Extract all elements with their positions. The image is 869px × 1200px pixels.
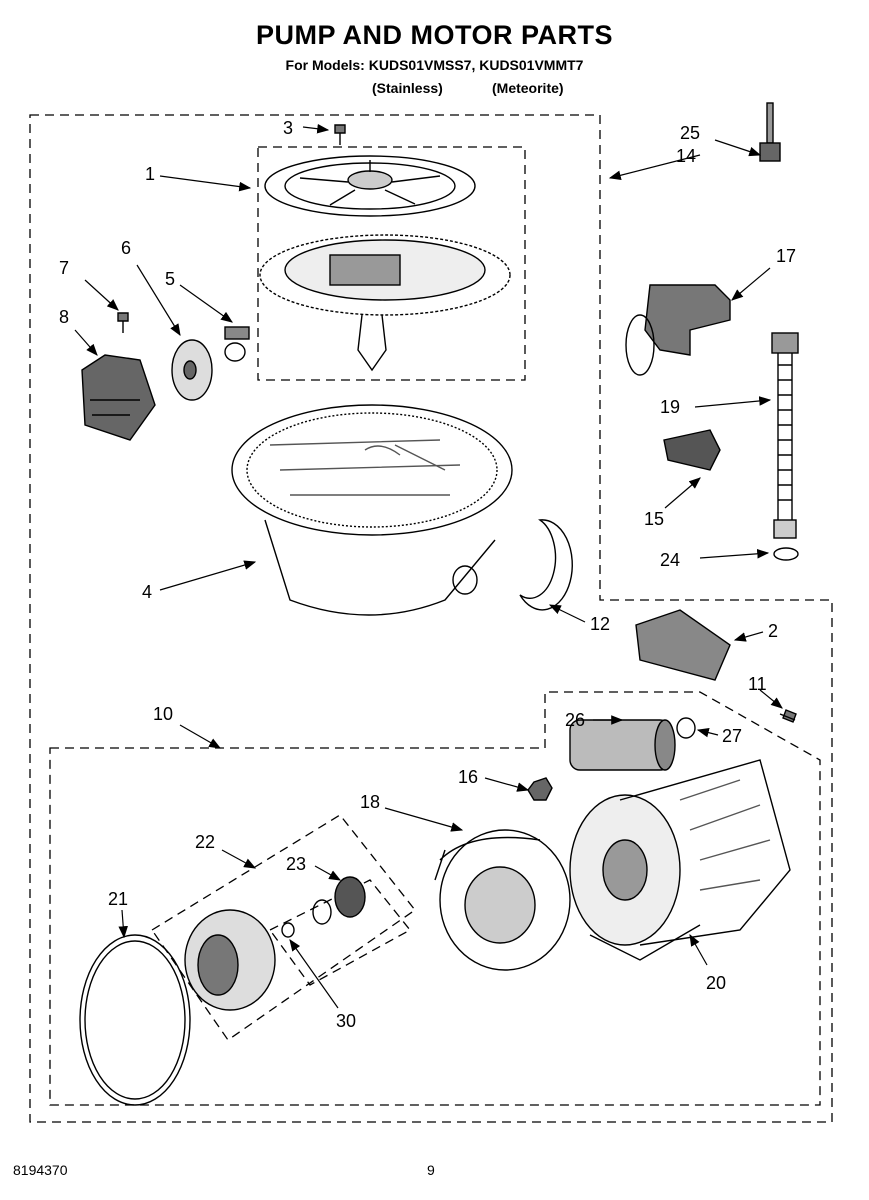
- callout-23: 23: [286, 854, 306, 874]
- part-1-spray-housing: [259, 234, 511, 372]
- tub-group-outline: [257, 146, 526, 381]
- part-18-pump-housing: [434, 829, 571, 971]
- callout-30: 30: [336, 1011, 356, 1031]
- part-11-screw: [779, 709, 797, 723]
- motor-assembly-outline: [49, 691, 821, 1106]
- part-30-washer: [281, 922, 295, 938]
- callout-18: 18: [360, 792, 380, 812]
- callout-4: 4: [142, 582, 152, 602]
- part-3-screw: [334, 124, 346, 145]
- variant-stainless: (Stainless): [372, 80, 443, 96]
- callout-12: 12: [590, 614, 610, 634]
- part-23-seal: [312, 876, 366, 925]
- part-4-sump: [231, 404, 513, 616]
- part-2-cover: [635, 609, 731, 681]
- page-title: PUMP AND MOTOR PARTS: [255, 20, 614, 50]
- callout-7: 7: [59, 258, 69, 278]
- callout-21: 21: [108, 889, 128, 909]
- callout-24: 24: [660, 550, 680, 570]
- models-line: For Models: KUDS01VMSS7, KUDS01VMMT7: [285, 57, 584, 73]
- callout-8: 8: [59, 307, 69, 327]
- callout-20: 20: [706, 973, 726, 993]
- part-25-sensor: [759, 102, 781, 162]
- variant-meteorite: (Meteorite): [492, 80, 564, 96]
- callout-5: 5: [165, 269, 175, 289]
- part-24-clamp: [773, 547, 799, 561]
- part-7-screw: [117, 312, 129, 333]
- callout-26: 26: [565, 710, 585, 730]
- part-27-washer: [676, 717, 696, 739]
- part-20-motor: [569, 759, 791, 961]
- callout-1: 1: [145, 164, 155, 184]
- callout-27: 27: [722, 726, 742, 746]
- part-26-capacitor: [569, 719, 676, 771]
- seal-group-outline: [151, 814, 416, 1041]
- part-5-clip: [224, 326, 250, 362]
- callout-2: 2: [768, 621, 778, 641]
- callout-15: 15: [644, 509, 664, 529]
- part-1-filter-plate: [264, 155, 476, 217]
- part-19-hose: [771, 332, 799, 539]
- callout-19: 19: [660, 397, 680, 417]
- part-17-bracket: [625, 284, 731, 376]
- callout-22: 22: [195, 832, 215, 852]
- page-number: 9: [427, 1162, 435, 1178]
- part-8-pump-cover: [81, 354, 156, 441]
- part-6-disc: [171, 339, 213, 401]
- callout-6: 6: [121, 238, 131, 258]
- callout-17: 17: [776, 246, 796, 266]
- callout-14: 14: [676, 146, 696, 166]
- callout-11: 11: [748, 674, 767, 694]
- callout-25: 25: [680, 123, 700, 143]
- part-number: 8194370: [13, 1162, 68, 1178]
- part-12-gasket: [519, 519, 573, 611]
- part-21-ring: [79, 934, 191, 1106]
- part-15-latch: [663, 429, 721, 471]
- outer-assembly-outline: [29, 114, 833, 1123]
- callout-10: 10: [153, 704, 173, 724]
- part-16-nut: [527, 777, 553, 801]
- part-22-impeller: [184, 909, 276, 1011]
- callout-3: 3: [283, 118, 293, 138]
- callout-16: 16: [458, 767, 478, 787]
